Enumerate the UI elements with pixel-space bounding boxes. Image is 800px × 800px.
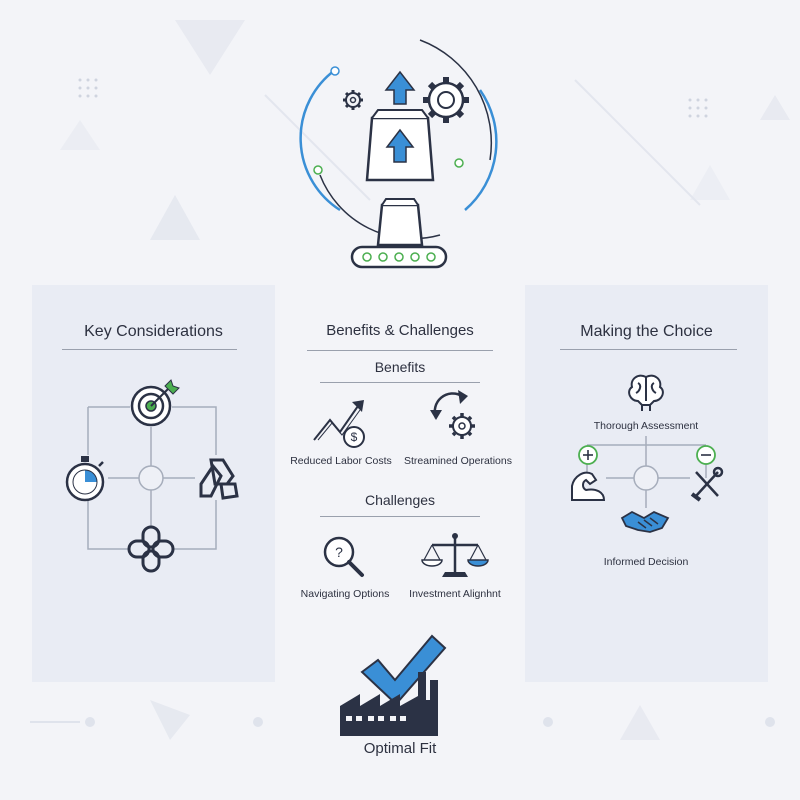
- small-gear-icon: [343, 90, 363, 110]
- investment-alignment-label: Investment Alignhnt: [409, 588, 501, 600]
- chain-link-icon: [199, 458, 239, 500]
- stopwatch-icon: [65, 456, 105, 502]
- streamlined-operations-label: Streamined Operations: [404, 455, 512, 467]
- panel-divider: [560, 349, 737, 350]
- interlocked-knot-icon: [127, 525, 175, 573]
- optimal-fit-label: Optimal Fit: [363, 740, 437, 757]
- handshake-icon: [620, 510, 670, 533]
- svg-text:?: ?: [335, 544, 343, 560]
- plus-icon: [578, 445, 598, 465]
- benefits-challenges-title: Benefits & Challenges: [326, 322, 474, 339]
- reduced-labor-costs-label: Reduced Labor Costs: [290, 455, 392, 467]
- brain-icon: [628, 374, 664, 411]
- factory-icon: [340, 672, 438, 736]
- benefits-heading: Benefits: [374, 359, 426, 375]
- large-gear-icon: [423, 77, 469, 123]
- navigating-options-label: Navigating Options: [300, 588, 390, 600]
- svg-text:$: $: [351, 430, 358, 444]
- key-considerations-title: Key Considerations: [84, 323, 223, 340]
- making-the-choice-title: Making the Choice: [580, 323, 713, 340]
- panel-divider: [62, 349, 237, 350]
- tools-icon: [690, 466, 724, 502]
- flexed-arm-icon: [571, 471, 606, 501]
- challenges-heading: Challenges: [364, 492, 436, 508]
- target-icon: [130, 379, 180, 427]
- benefits-divider: [320, 382, 480, 383]
- middle-divider: [307, 350, 493, 351]
- challenges-divider: [320, 516, 480, 517]
- minus-icon: [696, 445, 716, 465]
- up-arrow-icon: [384, 70, 416, 105]
- informed-decision-label: Informed Decision: [603, 556, 689, 568]
- thorough-assessment-label: Thorough Assessment: [593, 420, 699, 432]
